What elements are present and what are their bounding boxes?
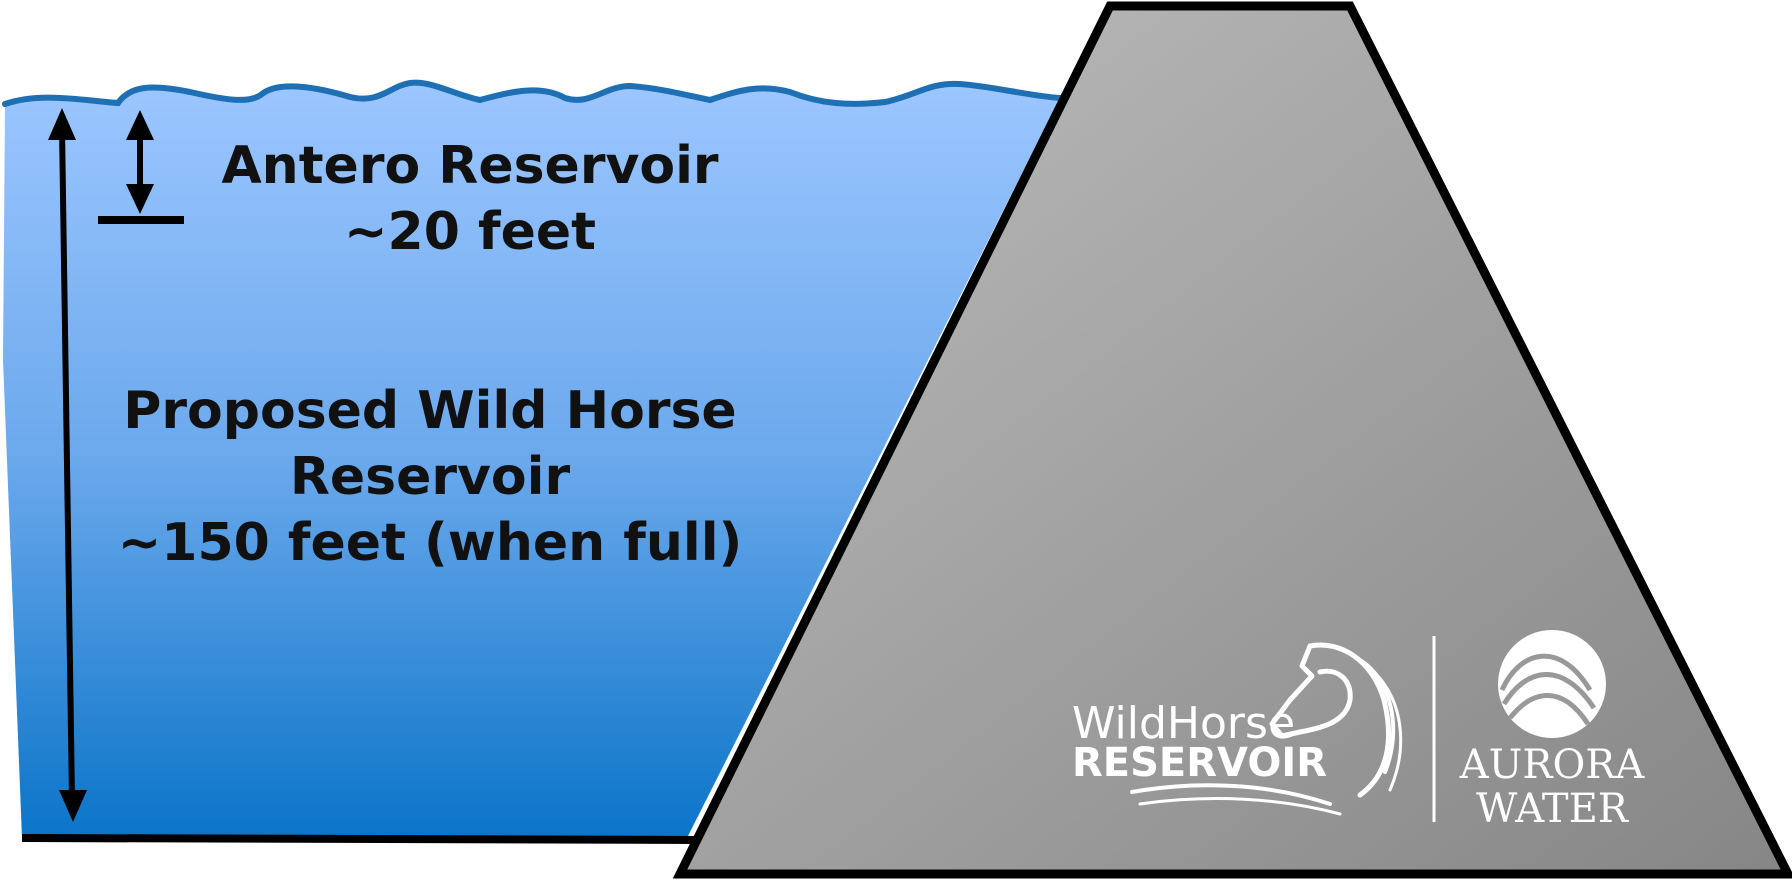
reservoir-floor-line	[21, 834, 701, 844]
aurora-logo-line1: AURORA	[1459, 742, 1646, 788]
horse-head-icon	[1269, 642, 1391, 798]
wild-horse-depth-arrow	[48, 108, 87, 822]
wildhorse-logo-line2: RESERVOIR	[1072, 740, 1327, 786]
antero-depth-label: ~20 feet	[344, 202, 596, 262]
wildhorse-reservoir-logo: WildHorse RESERVOIR	[1072, 642, 1403, 816]
wild-horse-label-line1: Proposed Wild Horse	[123, 381, 736, 441]
aurora-water-emblem-icon	[1498, 630, 1606, 738]
wild-horse-label-line2: Reservoir	[290, 447, 571, 507]
water-surface-line	[2, 79, 1063, 107]
aurora-water-logo: AURORA WATER	[1459, 630, 1646, 832]
wildhorse-logo-line1: WildHorse	[1072, 698, 1295, 749]
reservoir-water	[3, 82, 1060, 842]
antero-reservoir-label: Antero Reservoir	[221, 136, 718, 196]
aurora-logo-line2: WATER	[1476, 786, 1630, 832]
antero-depth-arrow	[98, 110, 184, 224]
wild-horse-depth-label: ~150 feet (when full)	[118, 513, 743, 573]
